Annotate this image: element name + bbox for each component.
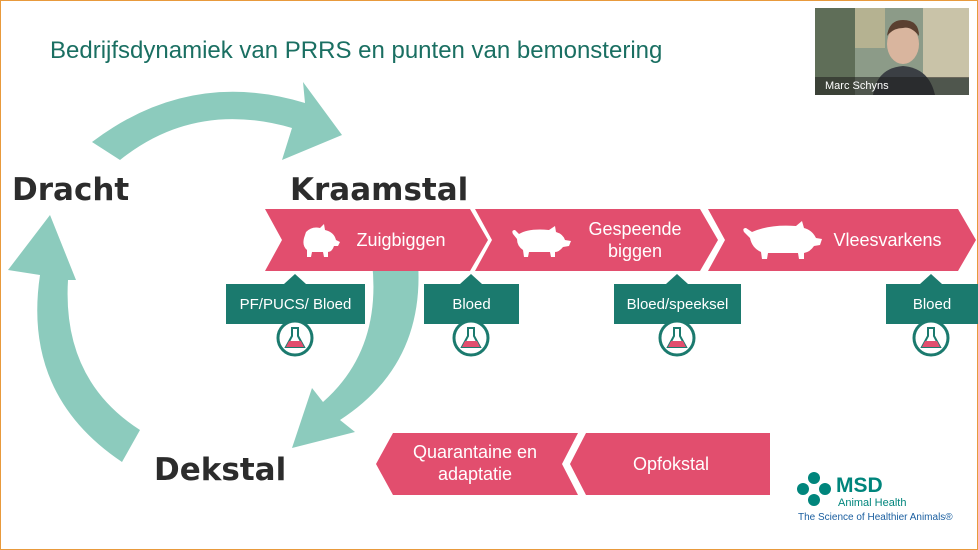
flask-icon bbox=[658, 319, 696, 357]
flask-icon bbox=[276, 319, 314, 357]
flask-icon bbox=[452, 319, 490, 357]
webcam-participant-name: Marc Schyns bbox=[815, 77, 969, 95]
flow-bottom-step-2 bbox=[570, 433, 770, 495]
stage-dracht: Dracht bbox=[12, 172, 130, 208]
sample-point-4: Bloed bbox=[886, 284, 978, 324]
sample-notch-1 bbox=[284, 274, 306, 284]
sample-point-2: Bloed bbox=[424, 284, 519, 324]
webcam-tile[interactable]: Marc Schyns bbox=[815, 8, 969, 95]
flow-top-label-2: Gespeende biggen bbox=[588, 219, 682, 261]
pig-large-icon bbox=[743, 221, 822, 259]
piglet-icon bbox=[303, 224, 340, 257]
sample-notch-4 bbox=[920, 274, 942, 284]
flow-bottom-label-1: Quarantaine en adaptatie bbox=[412, 442, 538, 484]
msd-logo-icon bbox=[797, 472, 831, 506]
flask-icon bbox=[912, 319, 950, 357]
stage-kraamstal: Kraamstal bbox=[290, 172, 469, 208]
brand-subtitle: Animal Health bbox=[838, 497, 907, 509]
flow-bottom-step-1 bbox=[376, 433, 578, 495]
pig-icon bbox=[512, 226, 571, 257]
cycle-arrow-left bbox=[8, 215, 140, 462]
stage-dekstal: Dekstal bbox=[154, 452, 287, 488]
slide-title: Bedrijfsdynamiek van PRRS en punten van … bbox=[50, 37, 663, 64]
sample-point-3: Bloed/speeksel bbox=[614, 284, 741, 324]
flow-top-step-1 bbox=[265, 209, 488, 271]
sample-notch-2 bbox=[460, 274, 482, 284]
brand-name: MSD bbox=[836, 474, 883, 497]
flow-top-label-3: Vleesvarkens bbox=[833, 230, 942, 250]
sample-notch-3 bbox=[666, 274, 688, 284]
cycle-arrow-top bbox=[92, 82, 342, 160]
cycle-arrow-right bbox=[292, 262, 419, 448]
flow-top-label-1: Zuigbiggen bbox=[356, 230, 446, 250]
sample-point-1: PF/PUCS/ Bloed bbox=[226, 284, 365, 324]
flow-top-step-3 bbox=[708, 209, 976, 271]
flow-bottom-label-2: Opfokstal bbox=[632, 454, 710, 474]
brand-tagline: The Science of Healthier Animals® bbox=[798, 512, 953, 523]
flow-top-step-2 bbox=[475, 209, 718, 271]
